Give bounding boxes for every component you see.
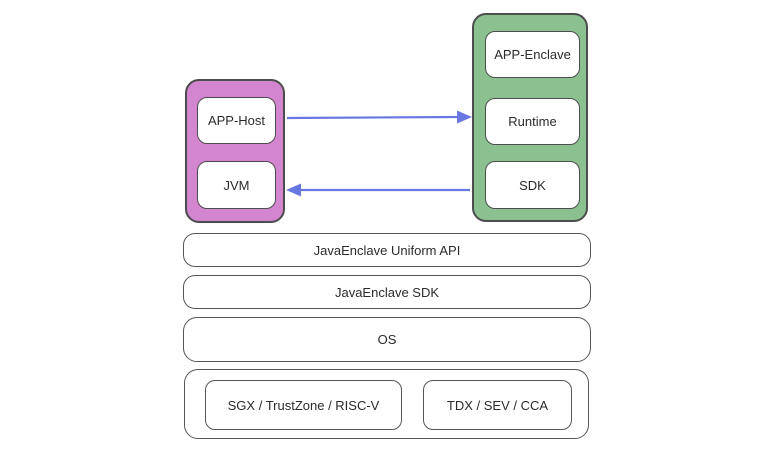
arrow-enclave-to-jvm [286, 183, 470, 197]
arrow-host-to-enclave [286, 110, 472, 124]
node-app-enclave-label: APP-Enclave [494, 47, 571, 62]
node-app-host: APP-Host [197, 97, 276, 144]
node-sdk-label: SDK [519, 177, 546, 193]
layer-uniform-api-label: JavaEnclave Uniform API [313, 242, 461, 258]
node-app-enclave: APP-Enclave [485, 31, 580, 78]
node-sdk: SDK [485, 161, 580, 209]
layer-uniform-api: JavaEnclave Uniform API [183, 233, 591, 267]
node-sgx-trustzone-riscv-label: SGX / TrustZone / RISC-V [227, 397, 380, 413]
enclave-group: APP-Enclave Runtime SDK [472, 13, 588, 222]
layer-os-label: OS [377, 332, 397, 347]
layer-javaenclave-sdk-label: JavaEnclave SDK [334, 284, 440, 300]
node-tdx-sev-cca: TDX / SEV / CCA [423, 380, 572, 430]
layer-os: OS [183, 317, 591, 362]
node-app-host-label: APP-Host [207, 113, 266, 128]
node-sgx-trustzone-riscv: SGX / TrustZone / RISC-V [205, 380, 402, 430]
node-runtime: Runtime [485, 98, 580, 145]
layer-javaenclave-sdk: JavaEnclave SDK [183, 275, 591, 309]
node-runtime-label: Runtime [508, 114, 557, 129]
hardware-group: SGX / TrustZone / RISC-V TDX / SEV / CCA [184, 369, 589, 439]
host-group: APP-Host JVM [185, 79, 285, 223]
node-jvm: JVM [197, 161, 276, 209]
node-tdx-sev-cca-label: TDX / SEV / CCA [446, 397, 549, 413]
node-jvm-label: JVM [223, 177, 250, 193]
